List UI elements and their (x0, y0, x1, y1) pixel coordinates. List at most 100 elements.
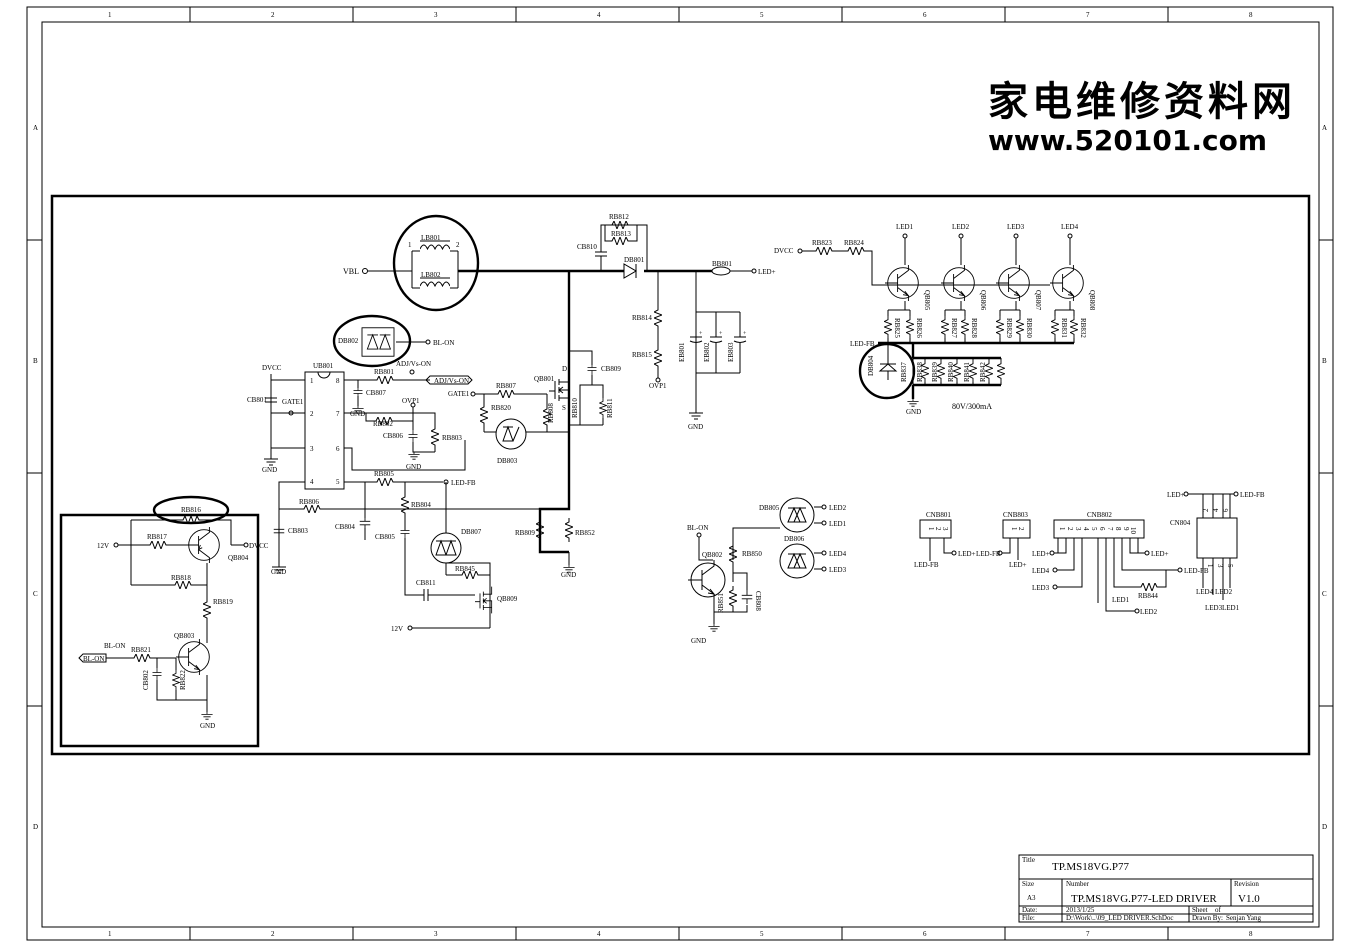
grid-row-c-left: C (33, 590, 38, 598)
cb803-label: CB803 (288, 527, 308, 535)
rb852-label: RB852 (575, 529, 595, 537)
gnd-ovp-label: GND (406, 463, 421, 471)
cb809-label: CB809 (601, 365, 621, 373)
led2-db-label: LED2 (829, 504, 847, 512)
gate1-mos-label: GATE1 (448, 390, 470, 398)
ovp-input-area: RB802 OVP1 CB806 RB803 GND (344, 397, 462, 471)
svg-text:9: 9 (1122, 527, 1130, 531)
led-drivers: DVCC RB823 RB824 LED1 LED2 LED3 LED4 QB8… (774, 223, 1096, 348)
rating-note: 80V/300mA (952, 402, 992, 411)
cnb802-label: CNB802 (1087, 511, 1112, 519)
rb818-label: RB818 (171, 574, 191, 582)
sense-resistors: RB809 RB852 GND (515, 518, 595, 579)
adj-port (425, 375, 473, 385)
rb814-label: RB814 (632, 314, 652, 322)
eb803-label: EB803 (727, 342, 735, 362)
grid-col-6-top: 6 (923, 11, 927, 19)
ovp1-in-label: OVP1 (402, 397, 420, 405)
title-value: TP.MS18VG.P77 (1052, 861, 1130, 873)
svg-text:7: 7 (1106, 527, 1114, 531)
db804-label: DB804 (867, 355, 875, 376)
grid-row-b-left: B (33, 357, 38, 365)
rb842-label: RB842 (979, 362, 987, 382)
cnb802-led1-label: LED1 (1112, 596, 1130, 604)
db801-label: DB801 (624, 256, 645, 264)
grid-col-2-bottom: 2 (271, 930, 275, 938)
svg-text:5: 5 (1226, 564, 1234, 568)
led2-top-label: LED2 (952, 223, 970, 231)
svg-text:6: 6 (336, 445, 340, 453)
db801-diode (623, 263, 637, 279)
grid-col-5-top: 5 (760, 11, 764, 19)
rb812-label: RB812 (609, 213, 629, 221)
qb804-label: QB804 (228, 554, 249, 562)
cb810-label: CB810 (577, 243, 597, 251)
rb837-label: RB837 (900, 362, 908, 382)
drawn-field-label: Drawn By: (1192, 914, 1223, 922)
cb802-label: CB802 (142, 670, 150, 690)
gnd-eb-label: GND (688, 423, 703, 431)
svg-text:2: 2 (934, 527, 942, 531)
svg-text:1: 1 (408, 241, 412, 249)
bl-on-port-label: BL-ON (83, 655, 104, 663)
svg-text:10: 10 (1129, 527, 1137, 535)
rb822-label: RB822 (179, 670, 187, 690)
cn804-led3-label: LED3 (1205, 604, 1223, 612)
bl-control-frame (59, 513, 260, 748)
inductor-section: VBL LB801 LB802 1 2 (343, 214, 480, 312)
cnb803-led-plus-label: LED+ (1009, 561, 1027, 569)
cn804-body (1196, 517, 1238, 559)
db801-area: CB810 RB812 RB813 DB801 (577, 213, 648, 279)
grid-col-1-bottom: 1 (108, 930, 112, 938)
rb824-label: RB824 (844, 239, 864, 247)
feedback-area: RB805 LED-FB RB804 CB805 CB811 CB804 RB8… (273, 440, 540, 601)
svg-text:8: 8 (336, 377, 340, 385)
cnb801-led-fb-label: LED-FB (914, 561, 939, 569)
db806-label: DB806 (784, 535, 805, 543)
gnd-db804-label: GND (906, 408, 921, 416)
rb802-label: RB802 (373, 420, 393, 428)
rb817-label: RB817 (147, 533, 167, 541)
ub801-body (304, 371, 345, 490)
grid-col-2-top: 2 (271, 11, 275, 19)
db802-area: DB802 BL-ON (332, 314, 454, 368)
cnb802-led2-label: LED2 (1140, 608, 1158, 616)
cnb802-led-plus-left-label: LED+ (1032, 550, 1050, 558)
led1-top-label: LED1 (896, 223, 914, 231)
cn804-led-plus-label: LED+ (1167, 491, 1185, 499)
number-field-label: Number (1066, 880, 1090, 888)
date-value: 2013/1/25 (1066, 906, 1095, 914)
revision-value: V1.0 (1238, 893, 1260, 905)
rb829-label: RB829 (1005, 318, 1013, 338)
cb811-label: CB811 (416, 579, 436, 587)
cnb802-led4-label: LED4 (1032, 567, 1050, 575)
adj-label: ADJ/Vs-ON (396, 360, 431, 368)
db807-area: DB807 RB845 QB809 12V (391, 482, 518, 633)
rb838-label: RB838 (916, 362, 924, 382)
grid-col-7-bottom: 7 (1086, 930, 1090, 938)
cn804-led4-label: LED4 (1196, 588, 1214, 596)
rb828-label: RB828 (970, 318, 978, 338)
gnd-sense-label: GND (561, 571, 576, 579)
qb807-label: QB807 (1034, 290, 1042, 311)
cnb802-led-fb-label: LED-FB (1184, 567, 1209, 575)
rb805-label: RB805 (374, 470, 394, 478)
svg-text:1: 1 (1058, 527, 1066, 531)
grid-col-7-top: 7 (1086, 11, 1090, 19)
size-value: A3 (1027, 894, 1036, 902)
db805-label: DB805 (759, 504, 780, 512)
rb816-label: RB816 (181, 506, 201, 514)
eb802-label: EB802 (703, 342, 711, 362)
gnd-qb802-label: GND (691, 637, 706, 645)
rb813-label: RB813 (611, 230, 631, 238)
svg-text:4: 4 (1082, 527, 1090, 531)
db807-label: DB807 (461, 528, 482, 536)
gnd-ub-label: GND (262, 466, 277, 474)
svg-text:3: 3 (941, 527, 949, 531)
svg-text:1: 1 (310, 377, 314, 385)
ovp-divider: RB814 RB815 OVP1 (632, 271, 667, 390)
drawn-value: Senjan Yang (1226, 914, 1262, 922)
cnb801-body (919, 519, 952, 539)
inductor-highlight-circle (392, 214, 480, 312)
led-fb-ub-label: LED-FB (451, 479, 476, 487)
